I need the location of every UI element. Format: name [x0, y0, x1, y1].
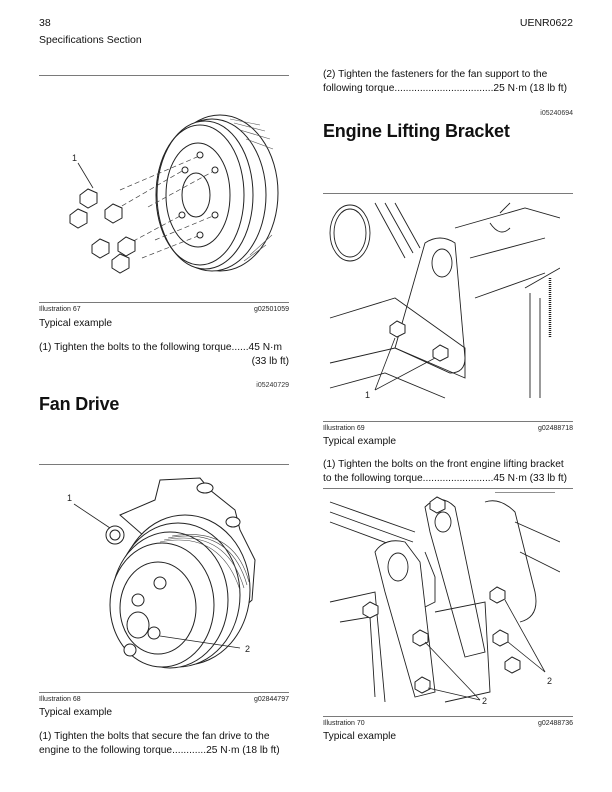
caption-rule: [39, 302, 289, 303]
bracket-step-1-line2: to the following torque.................…: [323, 472, 568, 484]
callout-1: 1: [365, 390, 370, 400]
callout-2: 2: [482, 696, 487, 706]
callout-2: 2: [245, 644, 250, 654]
caption-rule: [39, 692, 289, 693]
step-1-torque: (1) Tighten the bolts to the following t…: [39, 341, 289, 368]
bracket-step-1-line1: (1) Tighten the bolts on the front engin…: [323, 459, 564, 470]
caption-rule: [323, 421, 573, 422]
step-1-line1: (1) Tighten the bolts to the following t…: [39, 342, 282, 353]
document-id: UENR0622: [519, 17, 573, 29]
illustration-68-caption: Typical example: [39, 707, 113, 718]
fan-step-1-torque: (1) Tighten the bolts that secure the fa…: [39, 730, 291, 757]
illustration-67-graphic-id: g02501059: [253, 306, 289, 313]
page-number: 38: [39, 17, 51, 29]
illustration-67-label: Illustration 67: [39, 306, 81, 313]
illustration-70-caption: Typical example: [323, 731, 397, 742]
fan-drive-heading: Fan Drive: [39, 394, 120, 414]
callout-1: 1: [67, 493, 72, 503]
illustration-68-fan-drive: 1 2: [67, 477, 256, 669]
fan-step-2-line1: (2) Tighten the fasteners for the fan su…: [323, 69, 548, 80]
caption-rule: [323, 716, 573, 717]
fan-step-2-line2: following torque........................…: [323, 82, 568, 94]
fan-step-2-torque: (2) Tighten the fasteners for the fan su…: [323, 68, 575, 95]
illustration-69-caption: Typical example: [323, 436, 397, 447]
figure-top-rule: [39, 464, 289, 465]
section-title: Specifications Section: [39, 34, 142, 46]
step-1-line2: (33 lb ft): [251, 355, 289, 367]
illustration-68-label: Illustration 68: [39, 696, 81, 703]
fan-step-1-line1: (1) Tighten the bolts that secure the fa…: [39, 731, 270, 742]
illustration-68-graphic-id: g02844797: [253, 696, 289, 703]
illustration-67-caption: Typical example: [39, 318, 113, 329]
illustration-70-label: Illustration 70: [323, 720, 365, 727]
illustration-69-label: Illustration 69: [323, 425, 365, 432]
illustration-69-lifting-bracket: 1: [329, 202, 560, 400]
illustration-69-graphic-id: g02488718: [537, 425, 573, 432]
bracket-step-1-torque: (1) Tighten the bolts on the front engin…: [323, 458, 575, 485]
illustration-70-rear-lifting-bracket: 2 2: [329, 492, 560, 706]
lifting-bracket-heading: Engine Lifting Bracket: [323, 121, 510, 141]
illustration-67-pulley-bolts: 1: [69, 114, 279, 274]
fan-drive-info-id: i05240729: [256, 382, 289, 389]
fan-step-1-line2: engine to the following torque..........…: [39, 744, 280, 756]
figure-top-rule: [323, 488, 573, 489]
callout-1: 1: [72, 153, 77, 163]
illustration-70-graphic-id: g02488736: [537, 720, 573, 727]
callout-2: 2: [547, 676, 552, 686]
figure-top-rule: [39, 75, 289, 76]
figure-top-rule: [323, 193, 573, 194]
lifting-bracket-info-id: i05240694: [540, 110, 573, 117]
